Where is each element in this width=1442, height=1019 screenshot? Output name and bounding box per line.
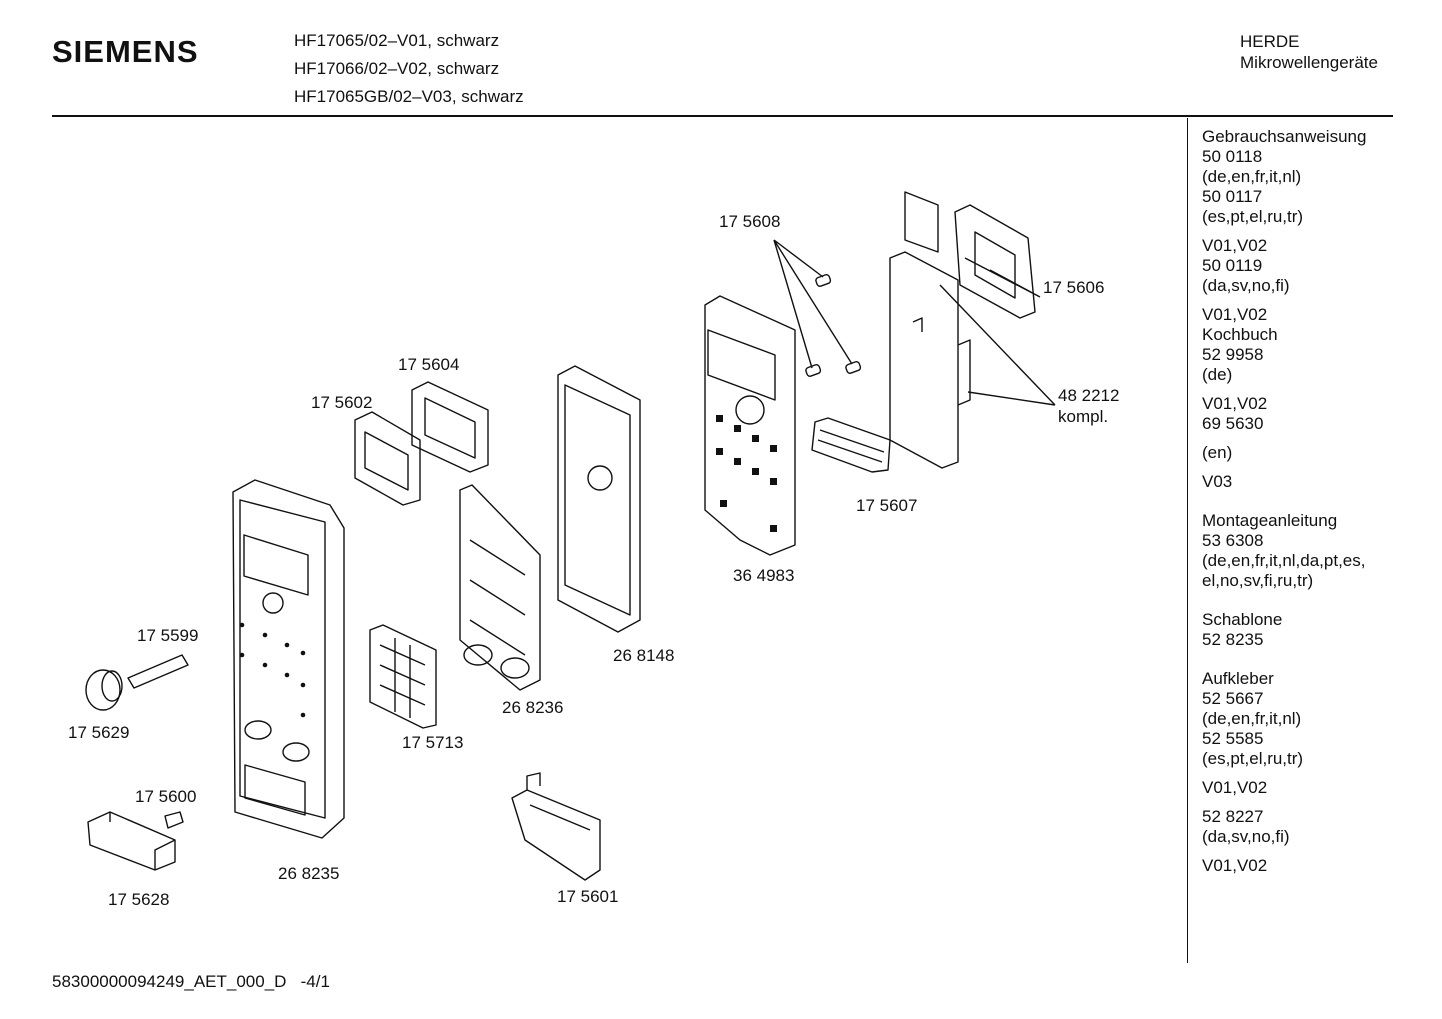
sidebar-group: V01,V02 xyxy=(1202,778,1366,798)
label-175599: 17 5599 xyxy=(137,626,199,645)
sidebar-line: (da,sv,no,fi) xyxy=(1202,827,1290,846)
label-175608: 17 5608 xyxy=(719,212,781,231)
sidebar-group: (en) xyxy=(1202,443,1366,463)
front-panel-drawing xyxy=(232,479,345,839)
sidebar-line: V01,V02 xyxy=(1202,778,1268,797)
sidebar-line: 52 9958 xyxy=(1202,345,1264,364)
sidebar-line: 52 8227 xyxy=(1202,807,1264,826)
sidebar-line: el,no,sv,fi,ru,tr) xyxy=(1202,571,1314,590)
exploded-parts-diagram xyxy=(85,191,1056,881)
label-175628: 17 5628 xyxy=(108,890,170,909)
label-175600: 17 5600 xyxy=(135,787,197,806)
power-board-drawing xyxy=(889,191,971,469)
sidebar-line: 53 6308 xyxy=(1202,531,1264,550)
model-line-2: HF17066/02–V02, schwarz xyxy=(294,59,500,78)
sidebar-line: 52 5667 xyxy=(1202,689,1264,708)
sidebar-line: Montageanleitung xyxy=(1202,511,1338,530)
sidebar-line: Gebrauchsanweisung xyxy=(1202,127,1367,146)
sidebar-line: 50 0117 xyxy=(1202,187,1263,206)
sidebar-group: 52 8227(da,sv,no,fi) xyxy=(1202,807,1366,847)
sidebar-line: (en) xyxy=(1202,443,1233,462)
sidebar-line: V03 xyxy=(1202,472,1233,491)
header-divider xyxy=(52,115,1393,117)
sidebar-line: (da,sv,no,fi) xyxy=(1202,276,1290,295)
sidebar-line: (de,en,fr,it,nl) xyxy=(1202,709,1302,728)
sidebar-group: V01,V02 xyxy=(1202,856,1366,876)
sidebar-line: Kochbuch xyxy=(1202,325,1278,344)
label-175629: 17 5629 xyxy=(68,723,130,742)
sidebar-divider xyxy=(1187,118,1188,963)
sidebar-line: V01,V02 xyxy=(1202,856,1268,875)
model-line-1: HF17065/02–V01, schwarz xyxy=(294,31,500,50)
label-482212: 48 2212 xyxy=(1058,386,1120,405)
display-frame-drawing xyxy=(411,381,489,473)
sidebar-line: 50 0118 xyxy=(1202,147,1263,166)
label-175601: 17 5601 xyxy=(557,887,619,906)
sidebar-line: Schablone xyxy=(1202,610,1283,629)
membrane-drawing xyxy=(369,624,437,729)
sidebar-group: V03 xyxy=(1202,472,1366,492)
footer-doc-id: 58300000094249_AET_000_D -4/1 xyxy=(52,972,330,992)
sidebar-line: 52 5585 xyxy=(1202,729,1264,748)
bracket-drawing xyxy=(954,204,1041,319)
sidebar-line: (de) xyxy=(1202,365,1233,384)
label-175606: 17 5606 xyxy=(1043,278,1105,297)
ribbon-cable-drawing xyxy=(811,417,891,473)
category-line-1: HERDE xyxy=(1240,32,1300,51)
sidebar-line: (es,pt,el,ru,tr) xyxy=(1202,749,1304,768)
clip-drawing xyxy=(511,772,601,881)
label-268235: 26 8235 xyxy=(278,864,340,883)
label-175604: 17 5604 xyxy=(398,355,460,374)
sidebar-line: (de,en,fr,it,nl,da,pt,es, xyxy=(1202,551,1366,570)
label-175602: 17 5602 xyxy=(311,393,373,412)
sidebar-line: V01,V02 xyxy=(1202,236,1268,255)
keypad-frame-drawing xyxy=(557,365,641,633)
doc-id: 58300000094249_AET_000_D xyxy=(52,972,287,991)
label-268148: 26 8148 xyxy=(613,646,675,665)
model-line-3: HF17065GB/02–V03, schwarz xyxy=(294,87,524,106)
label-175713: 17 5713 xyxy=(402,733,464,752)
sidebar-line: 52 8235 xyxy=(1202,630,1264,649)
sidebar-line: V01,V02 xyxy=(1202,305,1268,324)
pins-drawing xyxy=(773,239,862,377)
label-kompl: kompl. xyxy=(1058,407,1109,426)
sidebar-line: 50 0119 xyxy=(1202,256,1263,275)
sidebar-line: (de,en,fr,it,nl) xyxy=(1202,167,1302,186)
knob-drawing xyxy=(85,654,189,711)
label-364983: 36 4983 xyxy=(733,566,795,585)
window-drawing xyxy=(354,411,421,506)
label-175607: 17 5607 xyxy=(856,496,918,515)
keypad-carrier-drawing xyxy=(459,484,541,691)
sidebar-line: V01,V02 xyxy=(1202,394,1268,413)
page-number: -4/1 xyxy=(300,972,330,991)
sidebar-line: Aufkleber xyxy=(1202,669,1274,688)
sidebar-line: (es,pt,el,ru,tr) xyxy=(1202,207,1304,226)
button-drawing xyxy=(87,811,184,871)
category-line-2: Mikrowellengeräte xyxy=(1240,53,1378,72)
control-pcb-drawing xyxy=(704,295,796,556)
sidebar-line: 69 5630 xyxy=(1202,414,1264,433)
brand-logo: SIEMENS xyxy=(52,34,199,69)
label-268236: 26 8236 xyxy=(502,698,564,717)
